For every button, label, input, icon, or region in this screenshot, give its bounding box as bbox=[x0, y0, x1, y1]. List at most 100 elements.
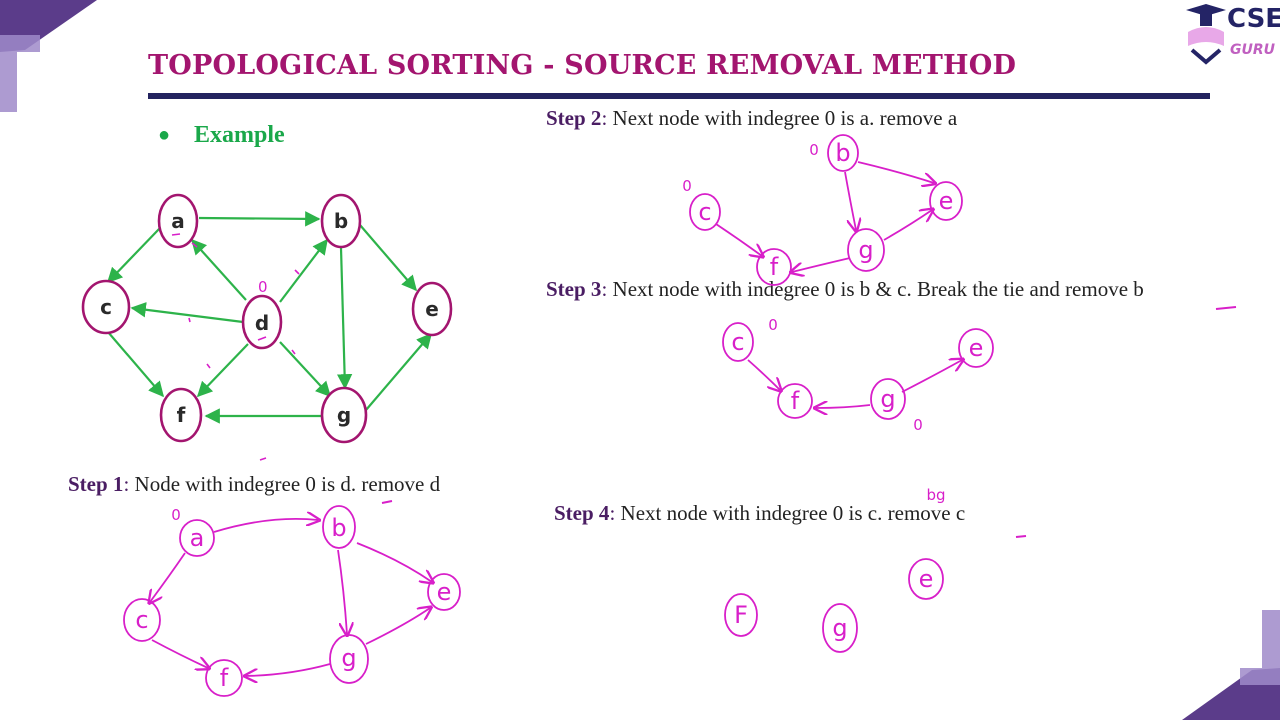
s4-note: bg bbox=[926, 486, 945, 504]
step-1-graph bbox=[123, 505, 461, 697]
edge-d-f bbox=[196, 343, 249, 398]
step-2-graph bbox=[689, 134, 963, 286]
s1-node-b bbox=[322, 505, 356, 549]
edge-g-e bbox=[365, 332, 433, 411]
cse-guru-logo-icon bbox=[1186, 4, 1226, 65]
s2-node-e bbox=[929, 181, 963, 221]
s2-edge-b-g bbox=[844, 171, 856, 230]
step-4-labels: e F g bg bbox=[734, 486, 945, 642]
s2-zero-c: 0 bbox=[682, 177, 692, 195]
annotation-zero-d: 0 bbox=[258, 278, 268, 296]
s1-edge-g-f bbox=[246, 663, 331, 676]
s2-label-g: g bbox=[858, 236, 873, 264]
s3-node-e bbox=[958, 328, 994, 368]
s1-edge-b-e bbox=[356, 542, 432, 582]
s3-label-e: e bbox=[969, 334, 984, 362]
edge-b-g bbox=[336, 247, 353, 390]
node-a-label: a bbox=[171, 209, 185, 233]
node-f-label: f bbox=[177, 403, 186, 427]
step-2-caption: Step 2: Next node with indegree 0 is a. … bbox=[546, 106, 958, 130]
s1-underline-d bbox=[381, 500, 393, 504]
s4-underline-c bbox=[1015, 535, 1027, 538]
s3-edge-g-e bbox=[901, 360, 962, 393]
node-e bbox=[411, 281, 453, 337]
example-graph-edges bbox=[106, 211, 433, 424]
s2-node-g bbox=[847, 228, 885, 272]
bullet-icon: ● bbox=[158, 124, 171, 146]
step-3-text: Next node with indegree 0 is b & c. Brea… bbox=[612, 277, 1144, 301]
step-2-label: Step 2 bbox=[546, 106, 602, 130]
s3-edge-c-f bbox=[747, 359, 780, 390]
s2-label-f: f bbox=[770, 253, 779, 281]
s1-node-c bbox=[123, 598, 161, 642]
node-c-label: c bbox=[100, 295, 112, 319]
s4-label-f: F bbox=[734, 601, 748, 629]
edge-d-a bbox=[190, 238, 247, 301]
step-4-label: Step 4 bbox=[554, 501, 610, 525]
s1-edge-b-g bbox=[337, 549, 347, 634]
s3-zero-g: 0 bbox=[913, 416, 923, 434]
s3-node-c bbox=[722, 322, 754, 362]
edge-d-g bbox=[279, 341, 332, 398]
s3-label-f: f bbox=[791, 387, 800, 415]
s2-label-c: c bbox=[698, 198, 711, 226]
step-3-graph bbox=[722, 322, 994, 420]
s3-node-g bbox=[870, 378, 906, 420]
title-divider bbox=[148, 93, 1210, 99]
s4-node-e bbox=[908, 558, 944, 600]
s1-edge-c-f bbox=[151, 639, 208, 668]
corner-decoration-bottom-right bbox=[1182, 610, 1280, 720]
node-g bbox=[320, 386, 368, 444]
s1-label-f: f bbox=[220, 664, 229, 692]
edge-d-b bbox=[279, 238, 328, 303]
edge-b-e bbox=[359, 224, 418, 292]
node-b-label: b bbox=[334, 209, 348, 233]
s1-edge-a-c bbox=[150, 552, 186, 602]
s3-edge-g-f bbox=[816, 405, 871, 408]
s3-underline-b bbox=[1215, 306, 1237, 310]
s3-zero-c: 0 bbox=[768, 316, 778, 334]
node-d bbox=[241, 294, 283, 350]
step-1-label: Step 1 bbox=[68, 472, 124, 496]
example-annotation-ticks bbox=[171, 233, 300, 461]
s1-label-c: c bbox=[135, 606, 148, 634]
s2-zero-b: 0 bbox=[809, 141, 819, 159]
step-3-labels: 0 0 c e f g bbox=[731, 316, 983, 434]
s4-node-g bbox=[822, 603, 858, 653]
s1-label-a: a bbox=[190, 524, 205, 552]
s2-label-e: e bbox=[939, 187, 954, 215]
s2-node-c bbox=[689, 193, 721, 231]
s4-label-e: e bbox=[919, 565, 934, 593]
node-a bbox=[157, 193, 199, 249]
node-d-label: d bbox=[255, 311, 269, 335]
s1-label-b: b bbox=[331, 514, 346, 542]
edge-d-c bbox=[130, 302, 244, 324]
node-c bbox=[81, 279, 131, 335]
step-1-caption: Step 1: Node with indegree 0 is d. remov… bbox=[68, 472, 441, 496]
example-label: Example bbox=[194, 122, 285, 148]
step-2-text: Next node with indegree 0 is a. remove a bbox=[612, 106, 958, 130]
s2-label-b: b bbox=[835, 139, 850, 167]
s2-edge-b-e bbox=[857, 161, 934, 183]
page-title: TOPOLOGICAL SORTING - SOURCE REMOVAL MET… bbox=[148, 50, 1017, 81]
edge-a-b bbox=[198, 211, 321, 227]
s2-edge-c-f bbox=[715, 223, 762, 256]
s1-label-e: e bbox=[437, 578, 452, 606]
node-b bbox=[320, 193, 362, 249]
logo-subtitle: GURU bbox=[1230, 42, 1276, 58]
step-3-caption: Step 3: Next node with indegree 0 is b &… bbox=[546, 277, 1144, 301]
corner-decoration-top-left bbox=[0, 0, 97, 112]
edge-a-c bbox=[106, 227, 161, 284]
s1-node-a bbox=[179, 519, 215, 557]
step-4-caption: Step 4: Next node with indegree 0 is c. … bbox=[554, 501, 966, 525]
s2-edge-g-e bbox=[883, 210, 932, 241]
step-1-labels: 0 a b c e f g bbox=[135, 506, 451, 692]
node-f bbox=[159, 387, 203, 443]
step-4-text: Next node with indegree 0 is c. remove c bbox=[620, 501, 966, 525]
s2-node-f bbox=[756, 248, 792, 286]
step-4-graph bbox=[724, 558, 944, 653]
s3-node-f bbox=[777, 383, 813, 419]
s1-node-f bbox=[205, 659, 243, 697]
step-2-labels: 0 0 b c e f g bbox=[682, 139, 953, 281]
